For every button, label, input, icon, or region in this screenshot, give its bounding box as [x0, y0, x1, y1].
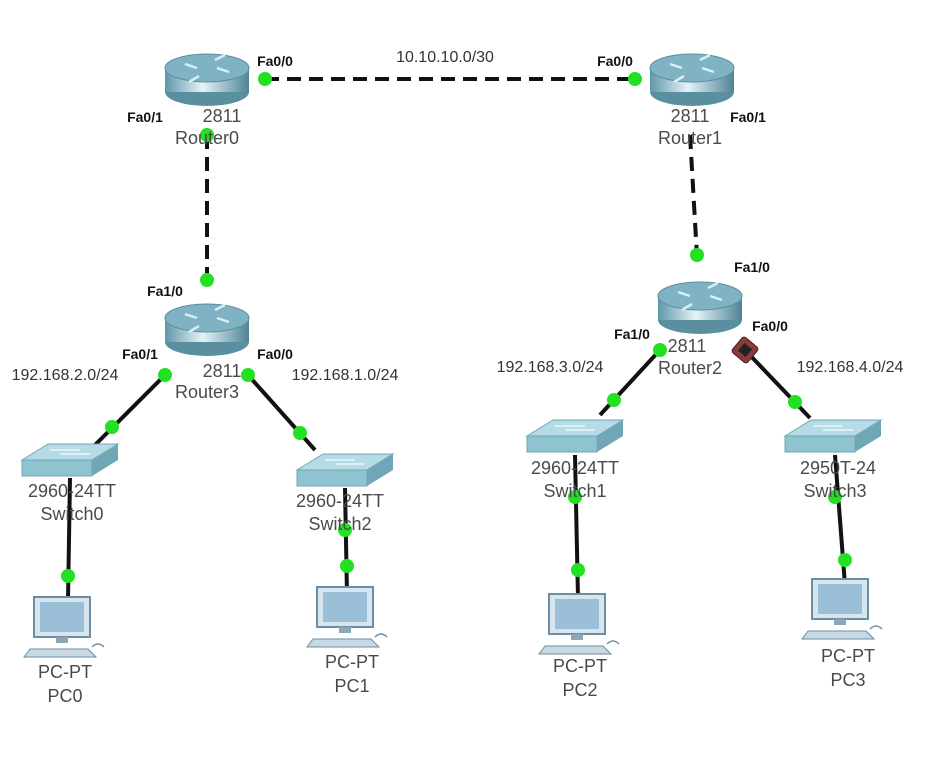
device-model-label: 2811: [203, 106, 242, 126]
device-name-label: Router1: [658, 128, 722, 148]
devices: [20, 53, 883, 658]
switch-switch0[interactable]: [20, 443, 120, 477]
network-label: 10.10.10.0/30: [396, 49, 494, 66]
router-icon: [164, 303, 250, 356]
switch-icon: [295, 453, 395, 487]
port-indicators: [61, 72, 852, 583]
interface-label: Fa1/0: [147, 283, 183, 299]
port-status-dot: [628, 72, 642, 86]
port-status-dot: [61, 569, 75, 583]
device-model-label: 2811: [668, 336, 707, 356]
device-model-label: PC-PT: [553, 656, 607, 676]
pc-pc1[interactable]: [306, 586, 388, 648]
connectors: [731, 336, 759, 364]
port-status-dot: [241, 368, 255, 382]
interface-label: Fa1/0: [734, 259, 770, 275]
device-name-label: Switch1: [543, 481, 606, 501]
port-status-dot: [828, 490, 842, 504]
router-arrows-icon: [677, 281, 723, 312]
device-name-label: PC0: [47, 686, 82, 706]
port-status-dot: [838, 553, 852, 567]
device-name-label: Switch3: [803, 481, 866, 501]
interface-label: Fa0/0: [257, 346, 293, 362]
port-status-dot: [571, 563, 585, 577]
device-name-label: Switch0: [40, 504, 103, 524]
pc-pc0[interactable]: [23, 596, 105, 658]
switch-icon: [783, 419, 883, 453]
device-model-label: PC-PT: [38, 662, 92, 682]
router-router3[interactable]: [164, 303, 250, 356]
device-model-label: 2811: [671, 106, 710, 126]
port-status-dot: [338, 523, 352, 537]
device-name-label: Switch2: [308, 514, 371, 534]
interface-label: Fa0/1: [730, 109, 766, 125]
interface-label: Fa0/0: [752, 318, 788, 334]
port-status-dot: [607, 393, 621, 407]
link-Router3-Switch0[interactable]: [93, 373, 167, 447]
port-status-dot: [105, 420, 119, 434]
pc-icon: [538, 593, 620, 655]
network-label: 192.168.1.0/24: [292, 367, 399, 384]
router-arrows-icon: [669, 53, 715, 84]
router-icon: [649, 53, 735, 106]
port-status-dot: [158, 368, 172, 382]
device-name-label: PC2: [562, 680, 597, 700]
labels: 10.10.10.0/30 192.168.2.0/24 192.168.1.0/2…: [12, 49, 904, 706]
device-name-label: Router3: [175, 382, 239, 402]
interface-label: Fa0/1: [127, 109, 163, 125]
device-name-label: PC1: [334, 676, 369, 696]
device-name-label: PC3: [830, 670, 865, 690]
pc-icon: [23, 596, 105, 658]
switch-switch3[interactable]: [783, 419, 883, 453]
pc-icon: [306, 586, 388, 648]
interface-label: Fa0/0: [257, 53, 293, 69]
device-model-label: PC-PT: [325, 652, 379, 672]
router-icon: [164, 53, 250, 106]
device-model-label: PC-PT: [821, 646, 875, 666]
connector-icon: [731, 336, 759, 364]
port-status-dot: [340, 559, 354, 573]
port-status-dot: [258, 72, 272, 86]
device-model-label: 2811: [203, 361, 242, 381]
port-status-dot: [568, 490, 582, 504]
device-model-label: 2960-24TT: [531, 458, 619, 478]
switch-switch1[interactable]: [525, 419, 625, 453]
port-status-dot: [200, 128, 214, 142]
device-model-label: 2960-24TT: [296, 491, 384, 511]
interface-label: Fa0/1: [122, 346, 158, 362]
switch-icon: [525, 419, 625, 453]
network-label: 192.168.2.0/24: [12, 367, 119, 384]
switch-switch2[interactable]: [295, 453, 395, 487]
device-model-label: 2960-24TT: [28, 481, 116, 501]
pc-icon: [801, 578, 883, 640]
interface-label: Fa0/0: [597, 53, 633, 69]
link-Router2-Switch1[interactable]: [598, 348, 662, 417]
device-name-label: Router2: [658, 358, 722, 378]
pc-pc3[interactable]: [801, 578, 883, 640]
interface-label: Fa1/0: [614, 326, 650, 342]
router-arrows-icon: [184, 303, 230, 334]
router-icon: [657, 281, 743, 334]
port-status-dot: [653, 343, 667, 357]
port-status-dot: [293, 426, 307, 440]
switch-icon: [20, 443, 120, 477]
port-status-dot: [690, 248, 704, 262]
port-status-dot: [788, 395, 802, 409]
router-router0[interactable]: [164, 53, 250, 106]
link-Switch2-PC1[interactable]: [343, 487, 349, 596]
port-status-dot: [200, 273, 214, 287]
pc-pc2[interactable]: [538, 593, 620, 655]
link-Router3-Switch2[interactable]: [246, 373, 317, 452]
router-arrows-icon: [184, 53, 230, 84]
link-Router1-Router2[interactable]: [688, 134, 699, 257]
router-router1[interactable]: [649, 53, 735, 106]
device-model-label: 2950T-24: [800, 458, 876, 478]
device-name-label: Router0: [175, 128, 239, 148]
network-label: 192.168.4.0/24: [797, 359, 904, 376]
router-router2[interactable]: [657, 281, 743, 334]
network-label: 192.168.3.0/24: [497, 359, 604, 376]
